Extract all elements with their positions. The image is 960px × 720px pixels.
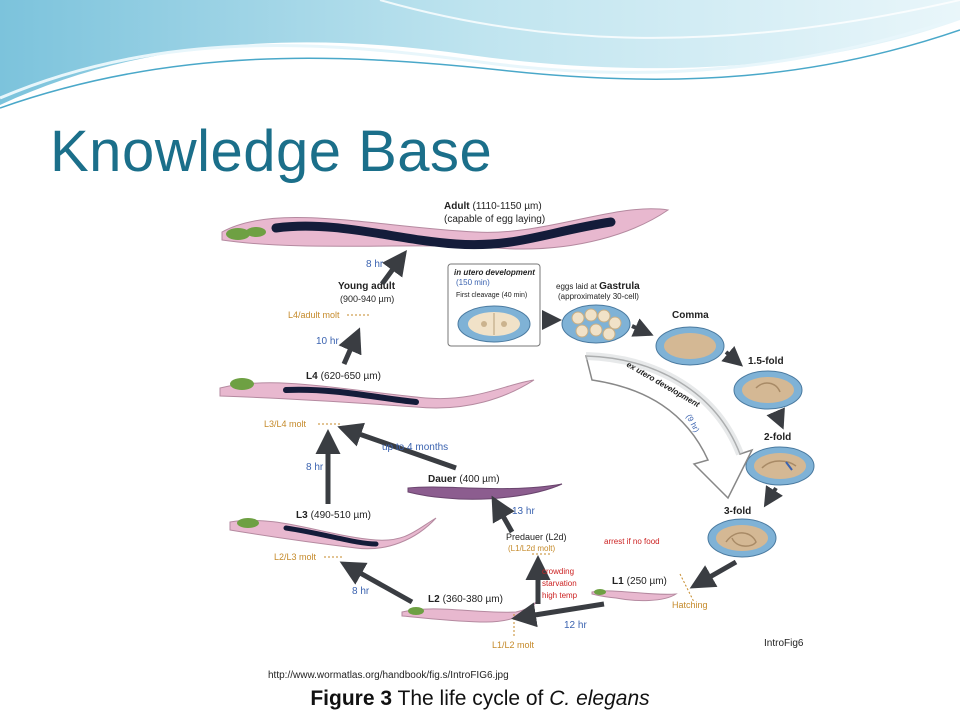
wave-band — [0, 0, 960, 105]
svg-text:eggs laid at Gastrula: eggs laid at Gastrula — [556, 281, 640, 292]
arrow-l2-to-l3 — [339, 561, 414, 605]
arrow-3fold-to-l1 — [689, 559, 738, 589]
predauer-molt: (L1/L2d molt) — [508, 544, 555, 553]
in-utero-title: in utero development — [454, 268, 535, 277]
fold-3-label: 3-fold — [724, 506, 751, 517]
duration-13hr: 13 hr — [512, 506, 535, 517]
predauer-label: Predauer (L2d) — [506, 532, 567, 542]
fold-15-label: 1.5-fold — [748, 356, 784, 367]
adult-worm — [221, 208, 670, 250]
l1-worm — [591, 589, 678, 602]
arrow-15fold-to-2fold — [766, 407, 785, 430]
condition-crowding: crowding — [542, 567, 574, 576]
l2-worm — [401, 601, 537, 623]
arrow-2fold-to-3fold — [763, 485, 783, 508]
fold-15-egg — [733, 370, 803, 410]
arrow-dauer-to-l4 — [337, 422, 457, 471]
arrow-young-to-adult — [379, 249, 407, 286]
duration-12hr: 12 hr — [564, 620, 587, 631]
fold-2-egg — [745, 446, 815, 486]
in-utero-duration: (150 min) — [456, 278, 490, 287]
gastrula-note: (approximately 30-cell) — [558, 292, 639, 301]
arrow-gastrula-to-comma — [631, 318, 654, 337]
svg-text:L2(360-380 µm): L2(360-380 µm) — [428, 594, 503, 605]
svg-text:L1(250 µm): L1(250 µm) — [612, 576, 667, 587]
l3-l4-molt: L3/L4 molt — [264, 419, 307, 429]
condition-starvation: starvation — [542, 579, 577, 588]
l4-adult-molt: L4/adult molt — [288, 310, 340, 320]
adult-note: (capable of egg laying) — [444, 214, 545, 225]
l3-worm — [229, 517, 437, 550]
comma-label: Comma — [672, 310, 709, 321]
comma-egg — [655, 326, 725, 366]
fold-3-egg — [707, 518, 777, 558]
figure-caption: Figure 3 The life cycle of C. elegans — [0, 687, 960, 711]
ex-utero-arrow — [585, 352, 754, 500]
duration-10hr: 10 hr — [316, 336, 339, 347]
condition-high-temp: high temp — [542, 591, 578, 600]
arrow-l4-to-young — [338, 327, 362, 366]
life-cycle-figure: Adult(1110-1150 µm) (capable of egg layi… — [216, 192, 822, 662]
slide-title: Knowledge Base — [50, 119, 493, 184]
hatching-label: Hatching — [672, 600, 708, 610]
fold-2-label: 2-fold — [764, 432, 791, 443]
first-cleavage: First cleavage (40 min) — [456, 292, 527, 299]
l4-worm — [219, 378, 535, 409]
duration-up-to-4-months: up to 4 months — [382, 442, 448, 453]
caption-figure-number: Figure 3 — [310, 687, 393, 710]
duration-8hr-l3: 8 hr — [306, 462, 324, 473]
source-url: http://www.wormatlas.org/handbook/fig.s/… — [268, 670, 509, 681]
young-adult-size: (900-940 µm) — [340, 294, 394, 304]
young-adult-label: Young adult — [338, 281, 396, 292]
duration-8hr-adult: 8 hr — [366, 259, 384, 270]
svg-text:Dauer(400 µm): Dauer(400 µm) — [428, 474, 500, 485]
wave-line-2 — [0, 29, 960, 109]
svg-text:L4(620-650 µm): L4(620-650 µm) — [306, 371, 381, 382]
figure-id-label: IntroFig6 — [764, 638, 804, 649]
caption-text: The life cycle of — [392, 687, 550, 710]
life-cycle-diagram: Adult(1110-1150 µm) (capable of egg layi… — [219, 201, 815, 650]
gastrula-egg — [561, 304, 631, 344]
arrow-l1-to-l2 — [511, 601, 605, 628]
arrest-if-no-food: arrest if no food — [604, 537, 660, 546]
arrow-predauer-to-dauer — [491, 495, 515, 534]
svg-text:L3(490-510 µm): L3(490-510 µm) — [296, 510, 371, 521]
l1-l2-molt: L1/L2 molt — [492, 640, 535, 650]
wave-line-1 — [0, 16, 960, 100]
in-utero-inset: in utero development (150 min) First cle… — [447, 263, 541, 347]
caption-species: C. elegans — [549, 687, 650, 710]
arrow-comma-to-15fold — [721, 345, 744, 367]
wave-line-3 — [379, 0, 960, 39]
svg-text:Adult(1110-1150 µm): Adult(1110-1150 µm) — [444, 201, 542, 212]
dauer-worm — [407, 483, 563, 500]
duration-8hr-l2: 8 hr — [352, 586, 370, 597]
l2-l3-molt: L2/L3 molt — [274, 552, 317, 562]
